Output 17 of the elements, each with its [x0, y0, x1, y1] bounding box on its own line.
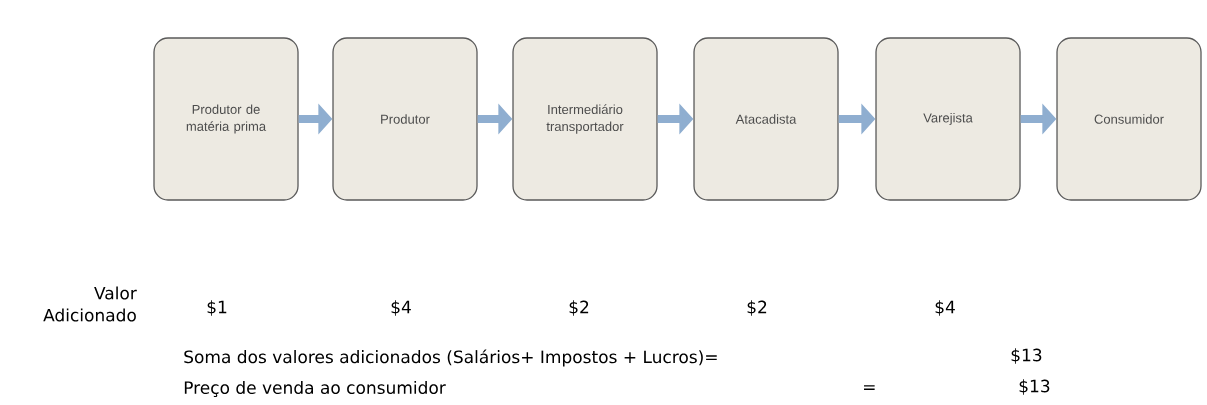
- process-box: Consumidor: [1056, 37, 1202, 201]
- value-label: $2: [747, 300, 767, 316]
- equals-sign: =: [864, 385, 875, 390]
- value-label: $4: [391, 300, 411, 316]
- process-box: Atacadista: [693, 37, 839, 201]
- row-label: Valor Adicionado: [43, 286, 137, 322]
- price-text: Preço de venda ao consumidor: [184, 380, 446, 398]
- value-label: $2: [569, 300, 589, 316]
- process-box: Varejista: [875, 37, 1021, 201]
- process-box: Produtor de matéria prima: [153, 37, 299, 201]
- process-box: Produtor: [332, 37, 478, 201]
- value-label: $4: [935, 300, 955, 316]
- price-value: $13: [1019, 379, 1050, 395]
- value-label: $1: [207, 300, 227, 316]
- sum-text: Soma dos valores adicionados (Salários+ Impostos + Lucros)=: [184, 349, 717, 367]
- sum-value: $13: [1011, 348, 1042, 364]
- process-box: Intermediário transportador: [512, 37, 658, 201]
